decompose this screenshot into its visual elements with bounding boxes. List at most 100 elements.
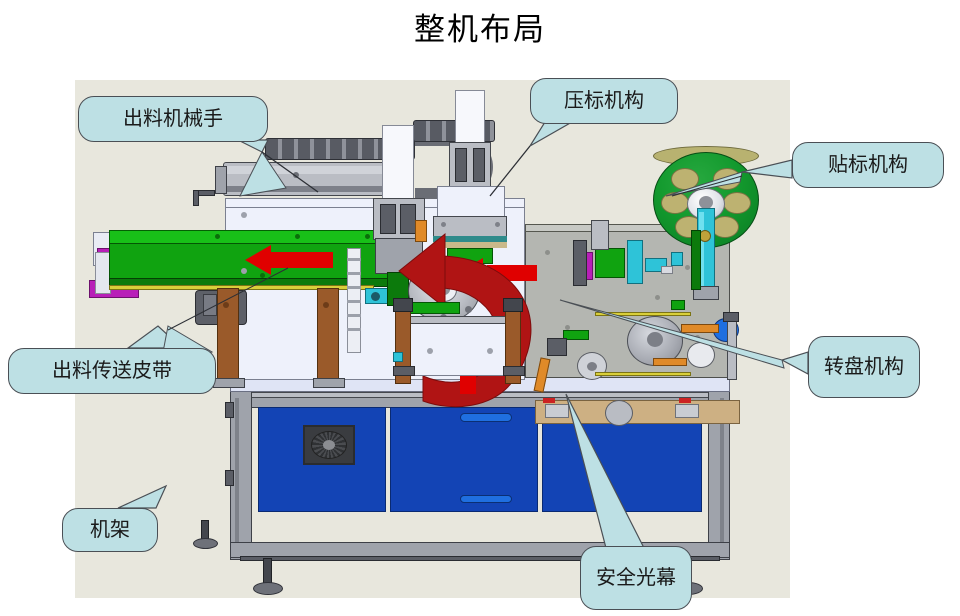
light-curtain-foot-right — [503, 366, 525, 376]
callout-label-press[interactable]: 压标机构 — [530, 78, 678, 124]
green-motor-block — [595, 248, 625, 278]
callout-turntable[interactable]: 转盘机构 — [808, 336, 920, 398]
door-handle-bottom[interactable] — [460, 495, 512, 503]
post-groove-left — [235, 398, 239, 553]
cabinet-hinge-1 — [225, 402, 234, 418]
labeling-cylinder-highlight — [699, 212, 704, 286]
conveyor-flow-arrow — [245, 245, 333, 275]
press-pad-tan — [433, 242, 507, 248]
small-cyan-part — [393, 352, 403, 362]
conveyor-bolt-2 — [295, 234, 300, 239]
reel-axle — [699, 196, 713, 209]
base-pulley — [605, 400, 633, 426]
pointer-labeling — [671, 175, 743, 197]
base-block-2 — [675, 404, 699, 418]
cabinet-base-shadow — [240, 556, 720, 561]
small-dark-part — [547, 338, 567, 356]
lower-tan-base — [535, 400, 740, 424]
leveling-foot-1 — [253, 582, 283, 595]
cabinet-hinge-2 — [225, 470, 234, 486]
callout-frame[interactable]: 机架 — [62, 508, 158, 552]
press-head-detail-1 — [455, 148, 467, 182]
orange-link-1 — [681, 324, 719, 333]
base-marker-red-1 — [543, 398, 555, 403]
gantry-beam-bolt — [293, 172, 299, 178]
light-curtain-cap-right — [503, 298, 523, 312]
deck-bolt-3 — [427, 348, 433, 354]
callout-discharge-robot[interactable]: 出料机械手 — [78, 96, 268, 142]
right-edge-cap — [723, 312, 739, 322]
green-strip-left — [563, 330, 589, 340]
callout-label: 安全光幕 — [596, 565, 676, 590]
base-block-1 — [545, 404, 569, 418]
leg-foot-right — [313, 378, 345, 388]
press-pad-cyan — [433, 236, 507, 244]
ladder-rung-2 — [347, 272, 361, 275]
cabinet-door-middle[interactable] — [390, 407, 538, 512]
leveling-foot-3 — [193, 538, 218, 549]
conveyor-bolt-1 — [215, 234, 220, 239]
light-curtain-cap-left — [393, 298, 413, 312]
light-curtain-foot-left — [393, 366, 415, 376]
main-pulley-hub — [647, 332, 663, 347]
deck-bolt-2 — [241, 268, 247, 274]
dark-bracket-1 — [573, 240, 587, 286]
plate-bolt-4 — [655, 295, 660, 300]
base-marker-red-2 — [679, 398, 691, 403]
plate-bolt-6 — [565, 325, 570, 330]
leg-bolt-2 — [323, 302, 329, 308]
gantry-sensor-orange — [415, 220, 427, 242]
gantry-hook-down — [193, 190, 199, 206]
press-bolt-1 — [441, 222, 446, 227]
cabinet-door-left[interactable] — [258, 407, 386, 512]
gantry-beam-shadow — [225, 186, 405, 192]
post-groove-right — [720, 398, 724, 553]
conveyor-lower-trim — [109, 285, 374, 290]
callout-label: 压标机构 — [564, 88, 644, 113]
page-title: 整机布局 — [414, 12, 546, 48]
leader-wedge-discharge-robot — [239, 151, 287, 197]
ladder-rung-4 — [347, 300, 361, 303]
callout-labeling-mechanism[interactable]: 贴标机构 — [792, 142, 944, 188]
turntable-nest-4 — [465, 306, 472, 313]
ladder-rung-6 — [347, 328, 361, 331]
leader-wedge-labeling — [665, 171, 743, 197]
ladder-rung-5 — [347, 314, 361, 317]
z-head-detail-1 — [380, 204, 396, 234]
turntable-base-housing — [405, 318, 515, 376]
drive-belt-bottom — [595, 372, 691, 376]
plate-bolt-5 — [685, 265, 690, 270]
callout-safety-curtain[interactable]: 安全光幕 — [580, 546, 692, 610]
gantry-end-cap-left — [215, 166, 227, 194]
conveyor-bolt-4 — [260, 273, 265, 278]
pointer-belt — [167, 267, 289, 331]
press-bolt-2 — [495, 222, 500, 227]
plate-bolt-1 — [545, 250, 550, 255]
right-green-column — [691, 230, 701, 290]
drive-belt-top — [595, 312, 691, 316]
cyan-actuator-1 — [627, 240, 643, 284]
leg-bolt-1 — [223, 302, 229, 308]
leader-wedge-turntable — [559, 299, 785, 369]
press-head-detail-2 — [473, 148, 485, 182]
small-pulley-hub — [587, 362, 597, 371]
gantry-beam-highlight — [225, 166, 405, 174]
white-fitting — [661, 266, 673, 274]
callout-label: 出料机械手 — [123, 106, 223, 131]
pointer-discharge-robot — [261, 151, 319, 193]
door-handle-top[interactable] — [460, 413, 512, 422]
callout-label: 转盘机构 — [824, 354, 904, 379]
cooling-fan-hub — [323, 440, 335, 450]
callout-label: 机架 — [90, 517, 130, 542]
callout-discharge-belt[interactable]: 出料传送皮带 — [8, 348, 216, 394]
deck-bolt-4 — [487, 348, 493, 354]
callout-label: 贴标机构 — [828, 152, 908, 177]
ladder-rung-3 — [347, 286, 361, 289]
belt-gripper-bolt — [371, 292, 380, 301]
pointer-label-press — [489, 145, 531, 197]
ladder-rung-1 — [347, 258, 361, 261]
deck-bolt-1 — [241, 212, 247, 218]
